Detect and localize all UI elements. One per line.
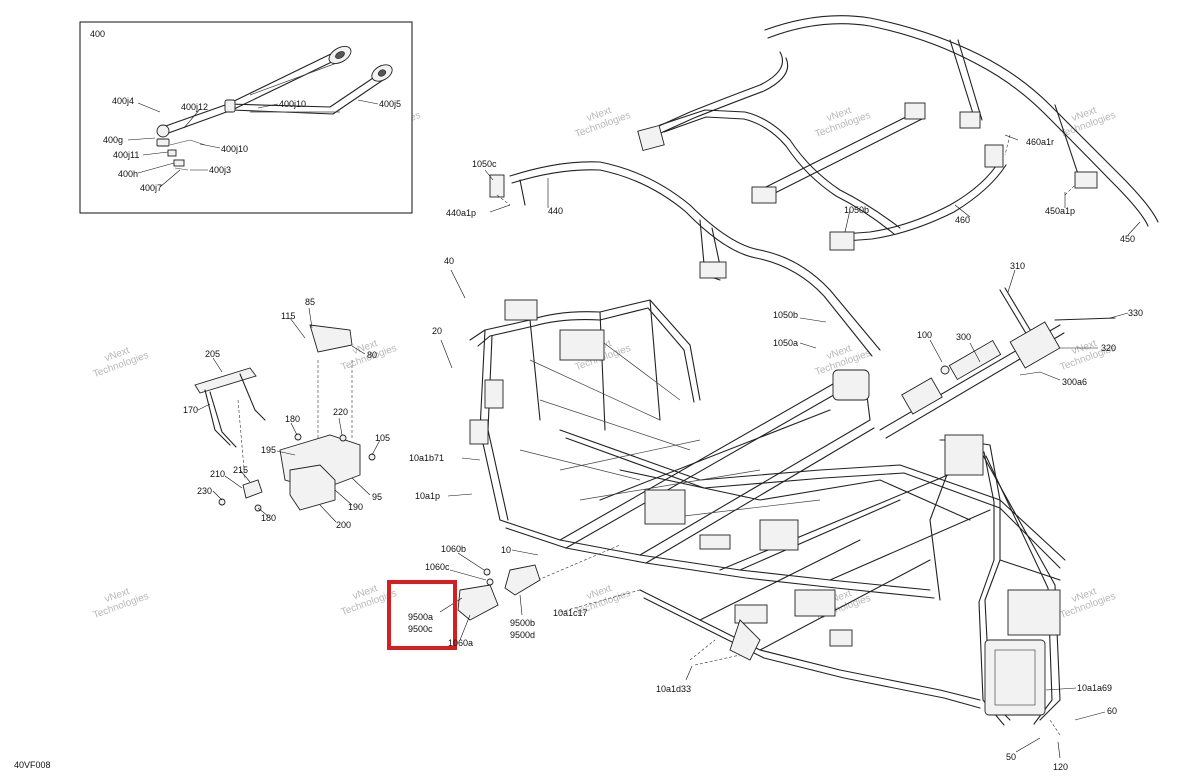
callout-400j10: 400j10 <box>221 144 248 154</box>
callout-115: 115 <box>281 311 295 321</box>
callout-400h: 400h <box>118 169 138 179</box>
callout-400j10: 400j10 <box>279 99 306 109</box>
callout-9500c: 9500c <box>408 624 433 634</box>
figure-code: 40VF008 <box>14 760 51 770</box>
seat-bracket-group <box>194 307 381 523</box>
callout-300a6: 300a6 <box>1062 377 1087 387</box>
callout-10a1c17: 10a1c17 <box>553 608 588 618</box>
callout-460: 460 <box>955 215 970 225</box>
callout-105: 105 <box>375 433 390 443</box>
inset-title: 400 <box>90 29 105 39</box>
callout-440: 440 <box>548 206 563 216</box>
callout-85: 85 <box>305 297 315 307</box>
callout-300: 300 <box>956 332 971 342</box>
callout-330: 330 <box>1128 308 1143 318</box>
callout-230: 230 <box>197 486 212 496</box>
callout-320: 320 <box>1101 343 1116 353</box>
steering-assembly <box>879 269 1129 439</box>
callout-10a1b71: 10a1b71 <box>409 453 444 463</box>
callout-1050a: 1050a <box>773 338 798 348</box>
callout-440a1p: 440a1p <box>446 208 476 218</box>
callout-400g: 400g <box>103 135 123 145</box>
callout-460a1r: 460a1r <box>1026 137 1054 147</box>
callout-400j3: 400j3 <box>209 165 231 175</box>
callout-labels: 400j4 400j12 400j10 400j5 400g 400j10 40… <box>103 96 1143 772</box>
inset-panel: 400 <box>79 21 413 214</box>
callout-9500d: 9500d <box>510 630 535 640</box>
highlight-box <box>387 580 457 650</box>
callout-1060c: 1060c <box>425 562 450 572</box>
callout-400j12: 400j12 <box>181 102 208 112</box>
callout-95: 95 <box>372 492 382 502</box>
callout-1050b-top: 1050b <box>844 205 869 215</box>
callout-50: 50 <box>1006 752 1016 762</box>
roll-cage <box>484 15 1159 357</box>
callout-20: 20 <box>432 326 442 336</box>
callout-180-upper: 180 <box>285 414 300 424</box>
callout-450a1p: 450a1p <box>1045 206 1075 216</box>
callout-170: 170 <box>183 405 198 415</box>
callout-1060b: 1060b <box>441 544 466 554</box>
main-frame <box>440 269 1106 759</box>
callout-205: 205 <box>205 349 220 359</box>
callout-9500a: 9500a <box>408 612 433 622</box>
callout-1060a: 1060a <box>448 638 473 648</box>
callout-120: 120 <box>1053 762 1068 772</box>
callout-10: 10 <box>501 545 511 555</box>
callout-100: 100 <box>917 330 932 340</box>
callout-400j11: 400j11 <box>113 150 139 160</box>
callout-40: 40 <box>444 256 454 266</box>
front-bumper-parts <box>439 552 541 641</box>
callout-400j7: 400j7 <box>140 183 162 193</box>
callout-9500b: 9500b <box>510 618 535 628</box>
callout-220: 220 <box>333 407 348 417</box>
callout-10a1a69: 10a1a69 <box>1077 683 1112 693</box>
callout-80: 80 <box>367 350 377 360</box>
callout-10a1p: 10a1p <box>415 491 440 501</box>
callout-1050c: 1050c <box>472 159 497 169</box>
callout-190: 190 <box>348 502 363 512</box>
callout-310: 310 <box>1010 261 1025 271</box>
callout-60: 60 <box>1107 706 1117 716</box>
callout-10a1d33: 10a1d33 <box>656 684 691 694</box>
callout-450: 450 <box>1120 234 1135 244</box>
callout-210: 210 <box>210 469 225 479</box>
callout-215: 215 <box>233 465 248 475</box>
callout-195: 195 <box>261 445 276 455</box>
callout-400j4: 400j4 <box>112 96 134 106</box>
callout-1050b-mid: 1050b <box>773 310 798 320</box>
callout-200: 200 <box>336 520 351 530</box>
callout-180-lower: 180 <box>261 513 276 523</box>
callout-400j5: 400j5 <box>379 99 401 109</box>
